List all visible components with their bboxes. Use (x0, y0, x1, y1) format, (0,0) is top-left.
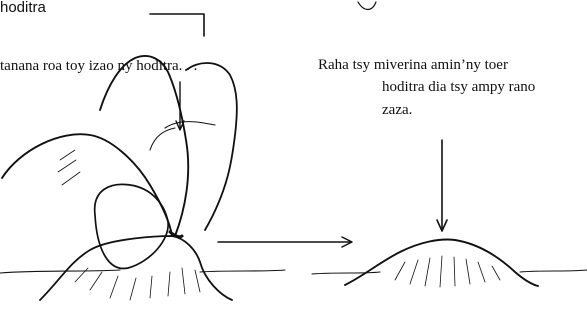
caption-right-line2: hoditra dia tsy ampy rano (382, 79, 535, 96)
caption-left: tanana roa toy izao ny hoditra. . . (0, 58, 197, 75)
caption-right-line3: zaza. (382, 102, 412, 119)
label-leader-line (150, 14, 204, 36)
down-arrow-right (437, 140, 447, 231)
index-finger-back (186, 63, 237, 230)
caption-right-line1: Raha tsy miverina amin’ny toer (318, 57, 508, 74)
ground-line-left (0, 270, 285, 273)
pinched-skin-fold (40, 236, 232, 300)
skin-hatching-right (395, 256, 500, 287)
ground-line-right (312, 270, 587, 274)
thumb (2, 134, 172, 236)
right-arrow-between (218, 237, 352, 247)
label-hoditra: hoditra (0, 0, 46, 16)
top-mark (358, 2, 376, 10)
